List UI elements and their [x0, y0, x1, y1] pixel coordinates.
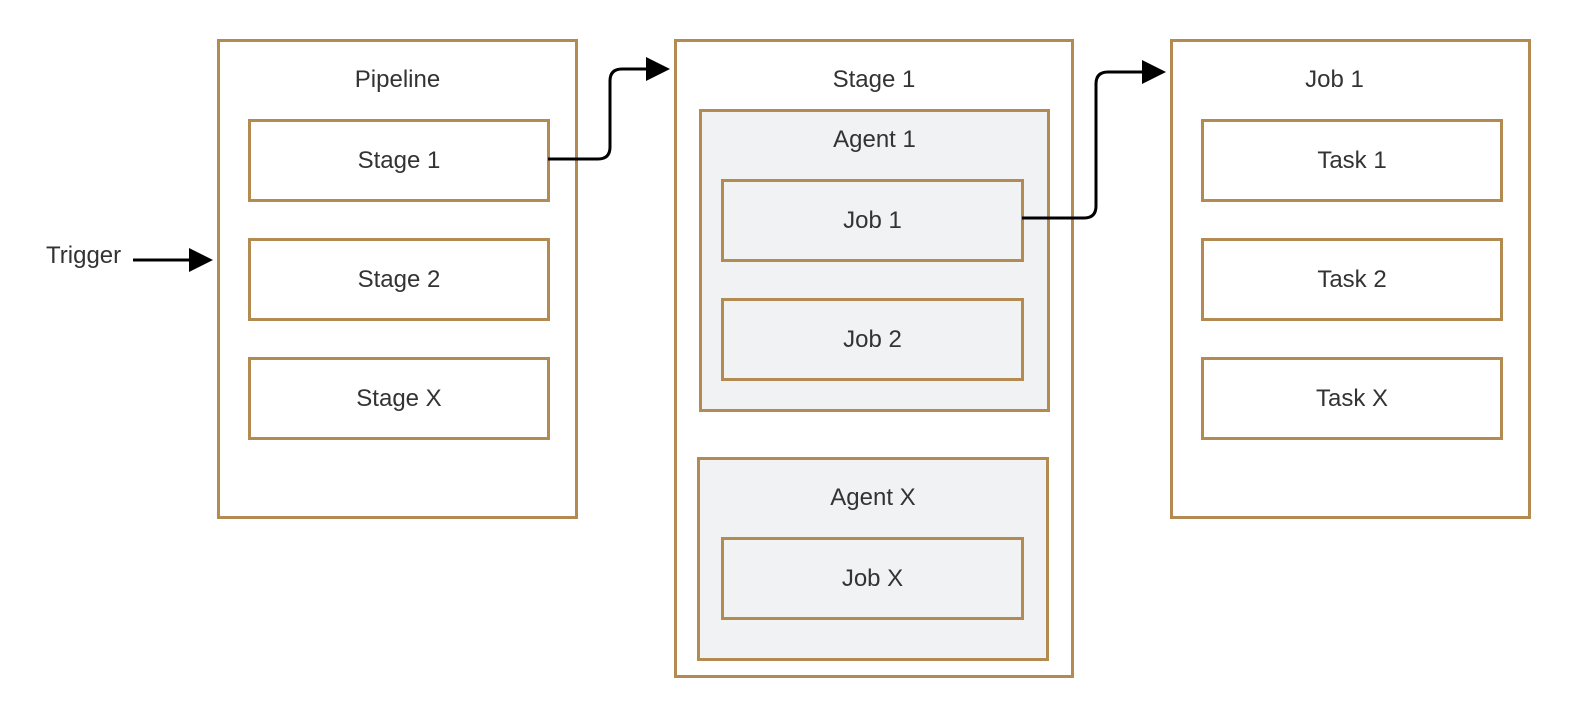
- job-task-2-label: Task 2: [1317, 265, 1387, 293]
- pipeline-title: Pipeline: [354, 66, 441, 93]
- agent-1-job-1-label: Job 1: [843, 206, 902, 234]
- job-task-x: Task X: [1201, 357, 1503, 440]
- agent-x-job-x-label: Job X: [841, 564, 904, 592]
- agent-1-container: Agent 1 Job 1 Job 2: [699, 109, 1050, 412]
- pipeline-stage-x: Stage X: [248, 357, 550, 440]
- job-task-2: Task 2: [1201, 238, 1503, 321]
- agent-1-job-2: Job 2: [721, 298, 1024, 381]
- agent-x-title: Agent X: [830, 484, 916, 511]
- stage-detail-title: Stage 1: [832, 66, 916, 93]
- pipeline-stage-1: Stage 1: [248, 119, 550, 202]
- job-task-x-label: Task X: [1315, 384, 1389, 412]
- pipeline-stage-2: Stage 2: [248, 238, 550, 321]
- pipeline-stage-2-label: Stage 2: [357, 265, 441, 293]
- agent-x-container: Agent X Job X: [697, 457, 1049, 661]
- agent-1-job-1: Job 1: [721, 179, 1024, 262]
- stage-detail-container: Stage 1 Agent 1 Job 1 Job 2 Agent X Job …: [674, 39, 1074, 678]
- job-task-1-label: Task 1: [1317, 146, 1387, 174]
- job-detail-title: Job 1: [1305, 66, 1364, 93]
- pipeline-stage-1-label: Stage 1: [357, 146, 441, 174]
- agent-x-job-x: Job X: [721, 537, 1024, 620]
- job-detail-container: Job 1 Task 1 Task 2 Task X: [1170, 39, 1531, 519]
- job-task-1: Task 1: [1201, 119, 1503, 202]
- agent-1-job-2-label: Job 2: [843, 325, 902, 353]
- agent-1-title: Agent 1: [833, 126, 916, 153]
- trigger-label: Trigger: [46, 242, 122, 269]
- pipeline-container: Pipeline Stage 1 Stage 2 Stage X: [217, 39, 578, 519]
- pipeline-stage-x-label: Stage X: [356, 384, 442, 412]
